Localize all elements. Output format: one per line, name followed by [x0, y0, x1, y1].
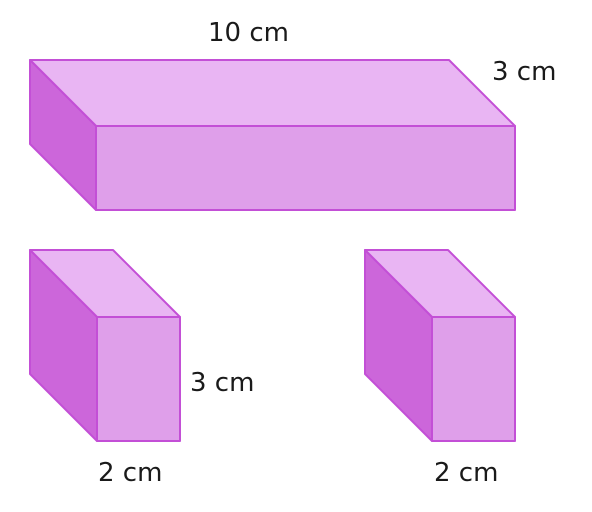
small-right-front-face: [431, 316, 516, 442]
small-left-height-label: 3 cm: [190, 368, 255, 398]
small-left-width-label: 2 cm: [98, 458, 163, 488]
small-left-front-face: [96, 316, 181, 442]
large-prism-top-face: [29, 59, 516, 127]
large-length-label: 10 cm: [208, 18, 289, 48]
small-prism-left: [29, 249, 181, 442]
large-prism: [29, 59, 516, 211]
small-right-width-label: 2 cm: [434, 458, 499, 488]
large-prism-front-face: [95, 125, 516, 211]
large-depth-label: 3 cm: [492, 57, 557, 87]
small-prism-right: [364, 249, 516, 442]
